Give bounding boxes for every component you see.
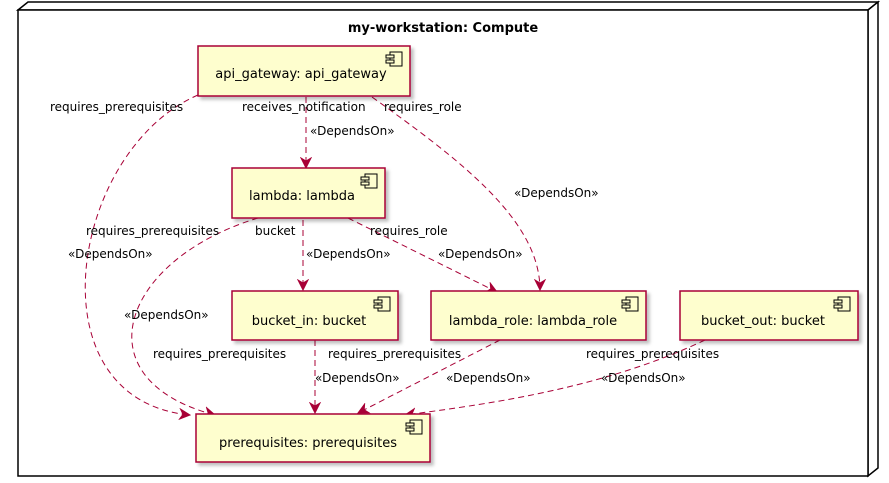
edge-lambda-prereq[interactable]: requires_prerequisites «DependsOn»	[86, 217, 259, 415]
component-box	[231, 290, 399, 341]
edge-name-label: bucket	[255, 224, 296, 238]
component-icon	[621, 296, 639, 312]
edge-name-label: requires_role	[384, 100, 462, 114]
edge-name-label: requires_prerequisites	[86, 224, 219, 238]
component-box	[195, 413, 431, 463]
edge-stereotype-label: «DependsOn»	[68, 247, 153, 261]
edge-stereotype-label: «DependsOn»	[124, 308, 209, 322]
edge-stereotype-label: «DependsOn»	[306, 247, 391, 261]
edge-apigw-role[interactable]: requires_role «DependsOn»	[371, 96, 599, 290]
component-box	[430, 290, 647, 341]
component-box	[231, 167, 386, 219]
edge-name-label: requires_prerequisites	[586, 347, 719, 361]
component-box	[197, 45, 411, 97]
edge-stereotype-label: «DependsOn»	[514, 186, 599, 200]
node-front-face	[17, 9, 869, 477]
edge-stereotype-label: «DependsOn»	[315, 371, 400, 385]
edge-name-label: requires_prerequisites	[328, 347, 461, 361]
component-lambda[interactable]: lambda: lambda	[231, 167, 386, 219]
component-icon	[385, 51, 403, 67]
edge-lambda-role[interactable]: requires_role «DependsOn»	[347, 217, 523, 292]
edge-apigw-prereq[interactable]: requires_prerequisites «DependsOn»	[50, 94, 199, 415]
component-prerequisites[interactable]: prerequisites: prerequisites	[195, 413, 431, 463]
edge-line	[131, 217, 259, 415]
edge-name-label: requires_prerequisites	[50, 100, 183, 114]
component-label: prerequisites: prerequisites	[219, 436, 397, 451]
component-label: lambda_role: lambda_role	[449, 314, 617, 329]
edge-name-label: requires_prerequisites	[153, 347, 286, 361]
edges: requires_prerequisites «DependsOn» recei…	[50, 94, 719, 415]
edge-bucketout-prereq[interactable]: requires_prerequisites «DependsOn»	[405, 339, 719, 415]
edge-role-prereq[interactable]: requires_prerequisites «DependsOn»	[328, 339, 531, 413]
component-api-gateway[interactable]: api_gateway: api_gateway	[197, 45, 411, 97]
component-label: bucket_in: bucket	[252, 314, 366, 329]
component-icon	[360, 173, 378, 189]
component-label: api_gateway: api_gateway	[215, 67, 387, 82]
edge-lambda-bucket[interactable]: bucket «DependsOn»	[255, 220, 391, 290]
edge-stereotype-label: «DependsOn»	[446, 371, 531, 385]
edge-line	[347, 217, 497, 292]
edge-apigw-lambda[interactable]: receives_notification «DependsOn»	[242, 97, 395, 168]
component-bucket-out[interactable]: bucket_out: bucket	[679, 290, 859, 341]
edge-line	[405, 339, 706, 415]
edge-stereotype-label: «DependsOn»	[310, 124, 395, 138]
edge-name-label: requires_role	[370, 224, 448, 238]
node-title: my-workstation: Compute	[348, 21, 539, 36]
node-compute: my-workstation: Compute	[15, 0, 881, 478]
edge-name-label: receives_notification	[242, 100, 366, 114]
edge-line	[371, 96, 540, 290]
edge-stereotype-label: «DependsOn»	[601, 371, 686, 385]
component-icon	[833, 296, 851, 312]
edge-stereotype-label: «DependsOn»	[438, 247, 523, 261]
component-label: bucket_out: bucket	[701, 314, 825, 329]
edge-bucketin-prereq[interactable]: requires_prerequisites «DependsOn»	[153, 340, 400, 413]
component-icon	[373, 296, 391, 312]
edge-line	[358, 339, 501, 413]
component-icon	[405, 419, 423, 435]
component-box	[679, 290, 859, 341]
node-top-face	[15, 1, 881, 11]
components: api_gateway: api_gateway lambda: lambda …	[195, 45, 859, 463]
component-label: lambda: lambda	[249, 189, 355, 204]
component-lambda-role[interactable]: lambda_role: lambda_role	[430, 290, 647, 341]
component-bucket-in[interactable]: bucket_in: bucket	[231, 290, 399, 341]
node-side-face	[867, 0, 879, 478]
